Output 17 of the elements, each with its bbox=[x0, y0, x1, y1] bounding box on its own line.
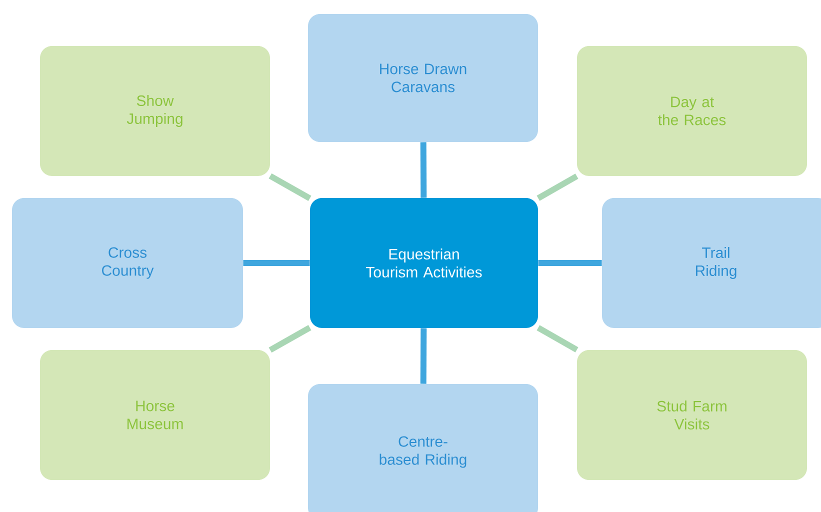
activity-box: Centre-based Riding bbox=[308, 384, 538, 512]
connector bbox=[536, 174, 578, 201]
activity-box: Show Jumping bbox=[40, 46, 270, 176]
activity-box: Horse Museum bbox=[40, 350, 270, 480]
connector bbox=[268, 173, 312, 201]
connector bbox=[536, 325, 578, 352]
activity-box: Cross Country bbox=[12, 198, 243, 328]
activity-box: Trail Riding bbox=[602, 198, 821, 328]
activity-box: Day at the Races bbox=[577, 46, 807, 176]
main-box: Equestrian Tourism Activities bbox=[310, 198, 538, 328]
connector bbox=[420, 142, 427, 198]
activity-box: Horse Drawn Caravans bbox=[308, 14, 538, 142]
connector bbox=[420, 328, 427, 384]
connector bbox=[268, 325, 312, 353]
activity-box: Stud Farm Visits bbox=[577, 350, 807, 480]
connector bbox=[243, 260, 310, 266]
connector bbox=[538, 260, 602, 266]
